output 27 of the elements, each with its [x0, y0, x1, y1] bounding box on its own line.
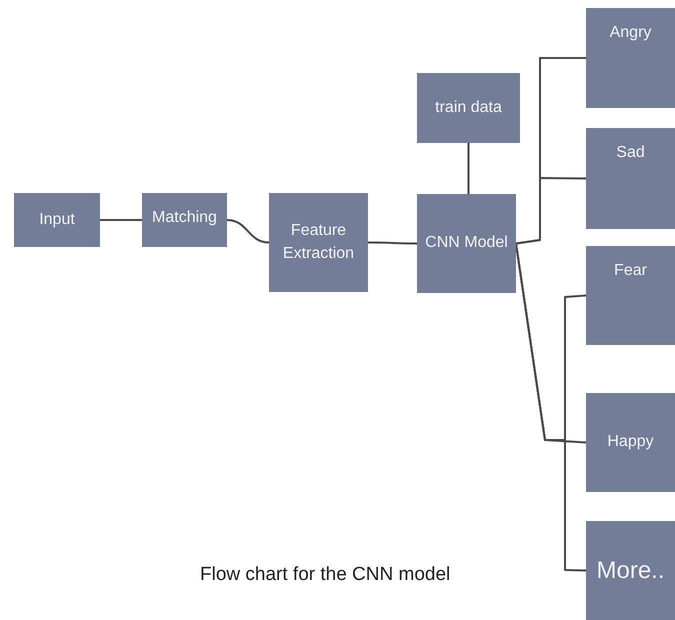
box-label: CNN Model: [425, 233, 508, 254]
process-box: [14, 193, 100, 247]
box-label: train data: [435, 98, 502, 118]
box-label: More..: [596, 556, 664, 586]
process-box: [586, 521, 675, 620]
process-box: [142, 193, 227, 247]
box-label: Matching: [152, 208, 217, 228]
box-label: Angry: [610, 23, 652, 43]
box-label: Happy: [607, 432, 654, 452]
process-box: [417, 194, 516, 293]
connector-line: [516, 177, 586, 244]
box-label: Input: [39, 210, 75, 230]
process-box: [417, 73, 520, 143]
process-box: [586, 128, 675, 229]
process-box: [586, 8, 675, 108]
connector-line: [100, 219, 142, 221]
caption: Flow chart for the CNN model: [200, 564, 450, 586]
connector-line: [515, 243, 586, 572]
connector-line: [468, 143, 470, 194]
box-label: Feature Extraction: [282, 221, 356, 264]
process-box: [586, 246, 675, 345]
connector-line: [368, 242, 417, 244]
box-label: Fear: [614, 261, 647, 281]
box-label: Sad: [616, 143, 645, 163]
process-box: [269, 193, 368, 292]
process-box: [586, 393, 675, 492]
connector-line: [226, 219, 270, 244]
